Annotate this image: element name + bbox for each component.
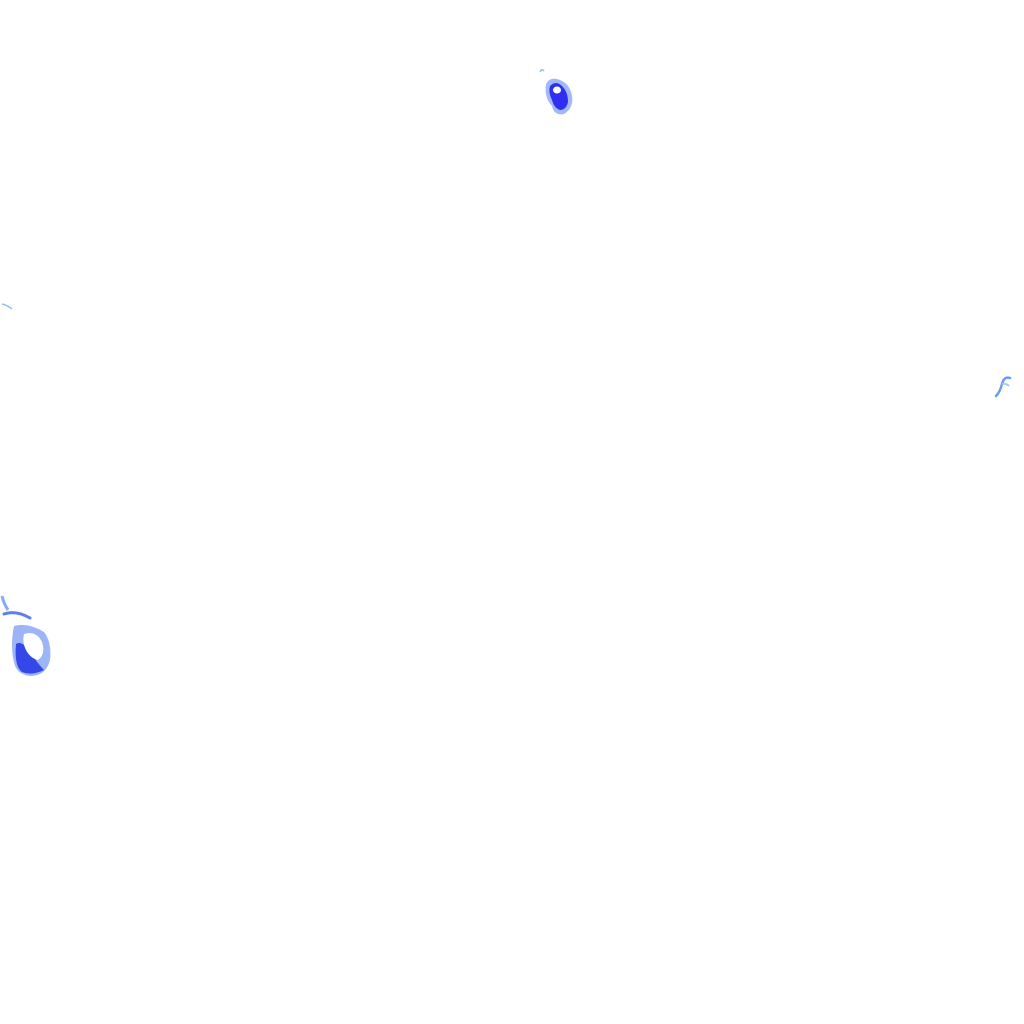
blue-blob-left-mid: [0, 300, 16, 314]
blue-blob-right: [990, 372, 1016, 402]
blue-blob-top-shape: [539, 68, 573, 115]
blue-blob-lower-left-shape: [0, 595, 51, 676]
blue-blob-left-mid-shape: [1, 303, 13, 310]
blue-blob-right-shape: [994, 376, 1012, 398]
blue-blob-top: [530, 62, 580, 122]
blue-blob-lower-left: [0, 592, 60, 682]
